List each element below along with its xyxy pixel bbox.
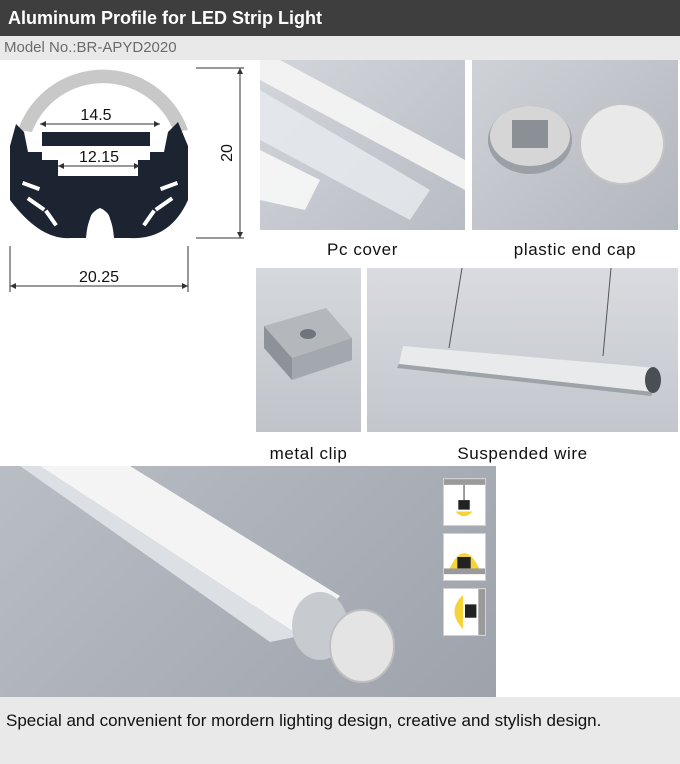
diffuser-arc [18, 69, 188, 132]
dim-width: 20.25 [79, 269, 119, 286]
caption-end-cap: plastic end cap [513, 240, 637, 259]
product-photo [0, 466, 496, 697]
caption-suspended-wire: Suspended wire [457, 444, 588, 463]
profile-cross-section: 14.5 12.15 20 20.25 [0, 60, 256, 300]
recessed-mount-icon [443, 533, 486, 581]
page-header: Aluminum Profile for LED Strip Light [0, 0, 680, 36]
heat-fins [21, 181, 179, 227]
model-number: Model No.:BR-APYD2020 [0, 36, 680, 60]
dimension-lines [9, 67, 244, 292]
strip-channel [42, 146, 150, 176]
caption-metal-clip: metal clip [269, 444, 348, 463]
end-cap-photo [472, 60, 678, 230]
metal-clip-photo [256, 268, 361, 432]
dim-height: 20 [219, 144, 236, 162]
dim-top-inner: 14.5 [80, 107, 111, 124]
ceiling-mount-icon [443, 478, 486, 526]
suspended-wire-photo [367, 268, 678, 432]
dimension-arrows [10, 68, 243, 289]
footer-description: Special and convenient for mordern light… [0, 697, 680, 764]
caption-pc-cover: Pc cover [327, 240, 398, 259]
dim-bottom-inner: 12.15 [79, 149, 119, 166]
pc-cover-photo [260, 60, 465, 230]
cross-section-drawing: 14.5 12.15 20 20.25 [9, 67, 244, 292]
side-mount-icon [443, 588, 486, 636]
screw-hole [90, 210, 110, 230]
